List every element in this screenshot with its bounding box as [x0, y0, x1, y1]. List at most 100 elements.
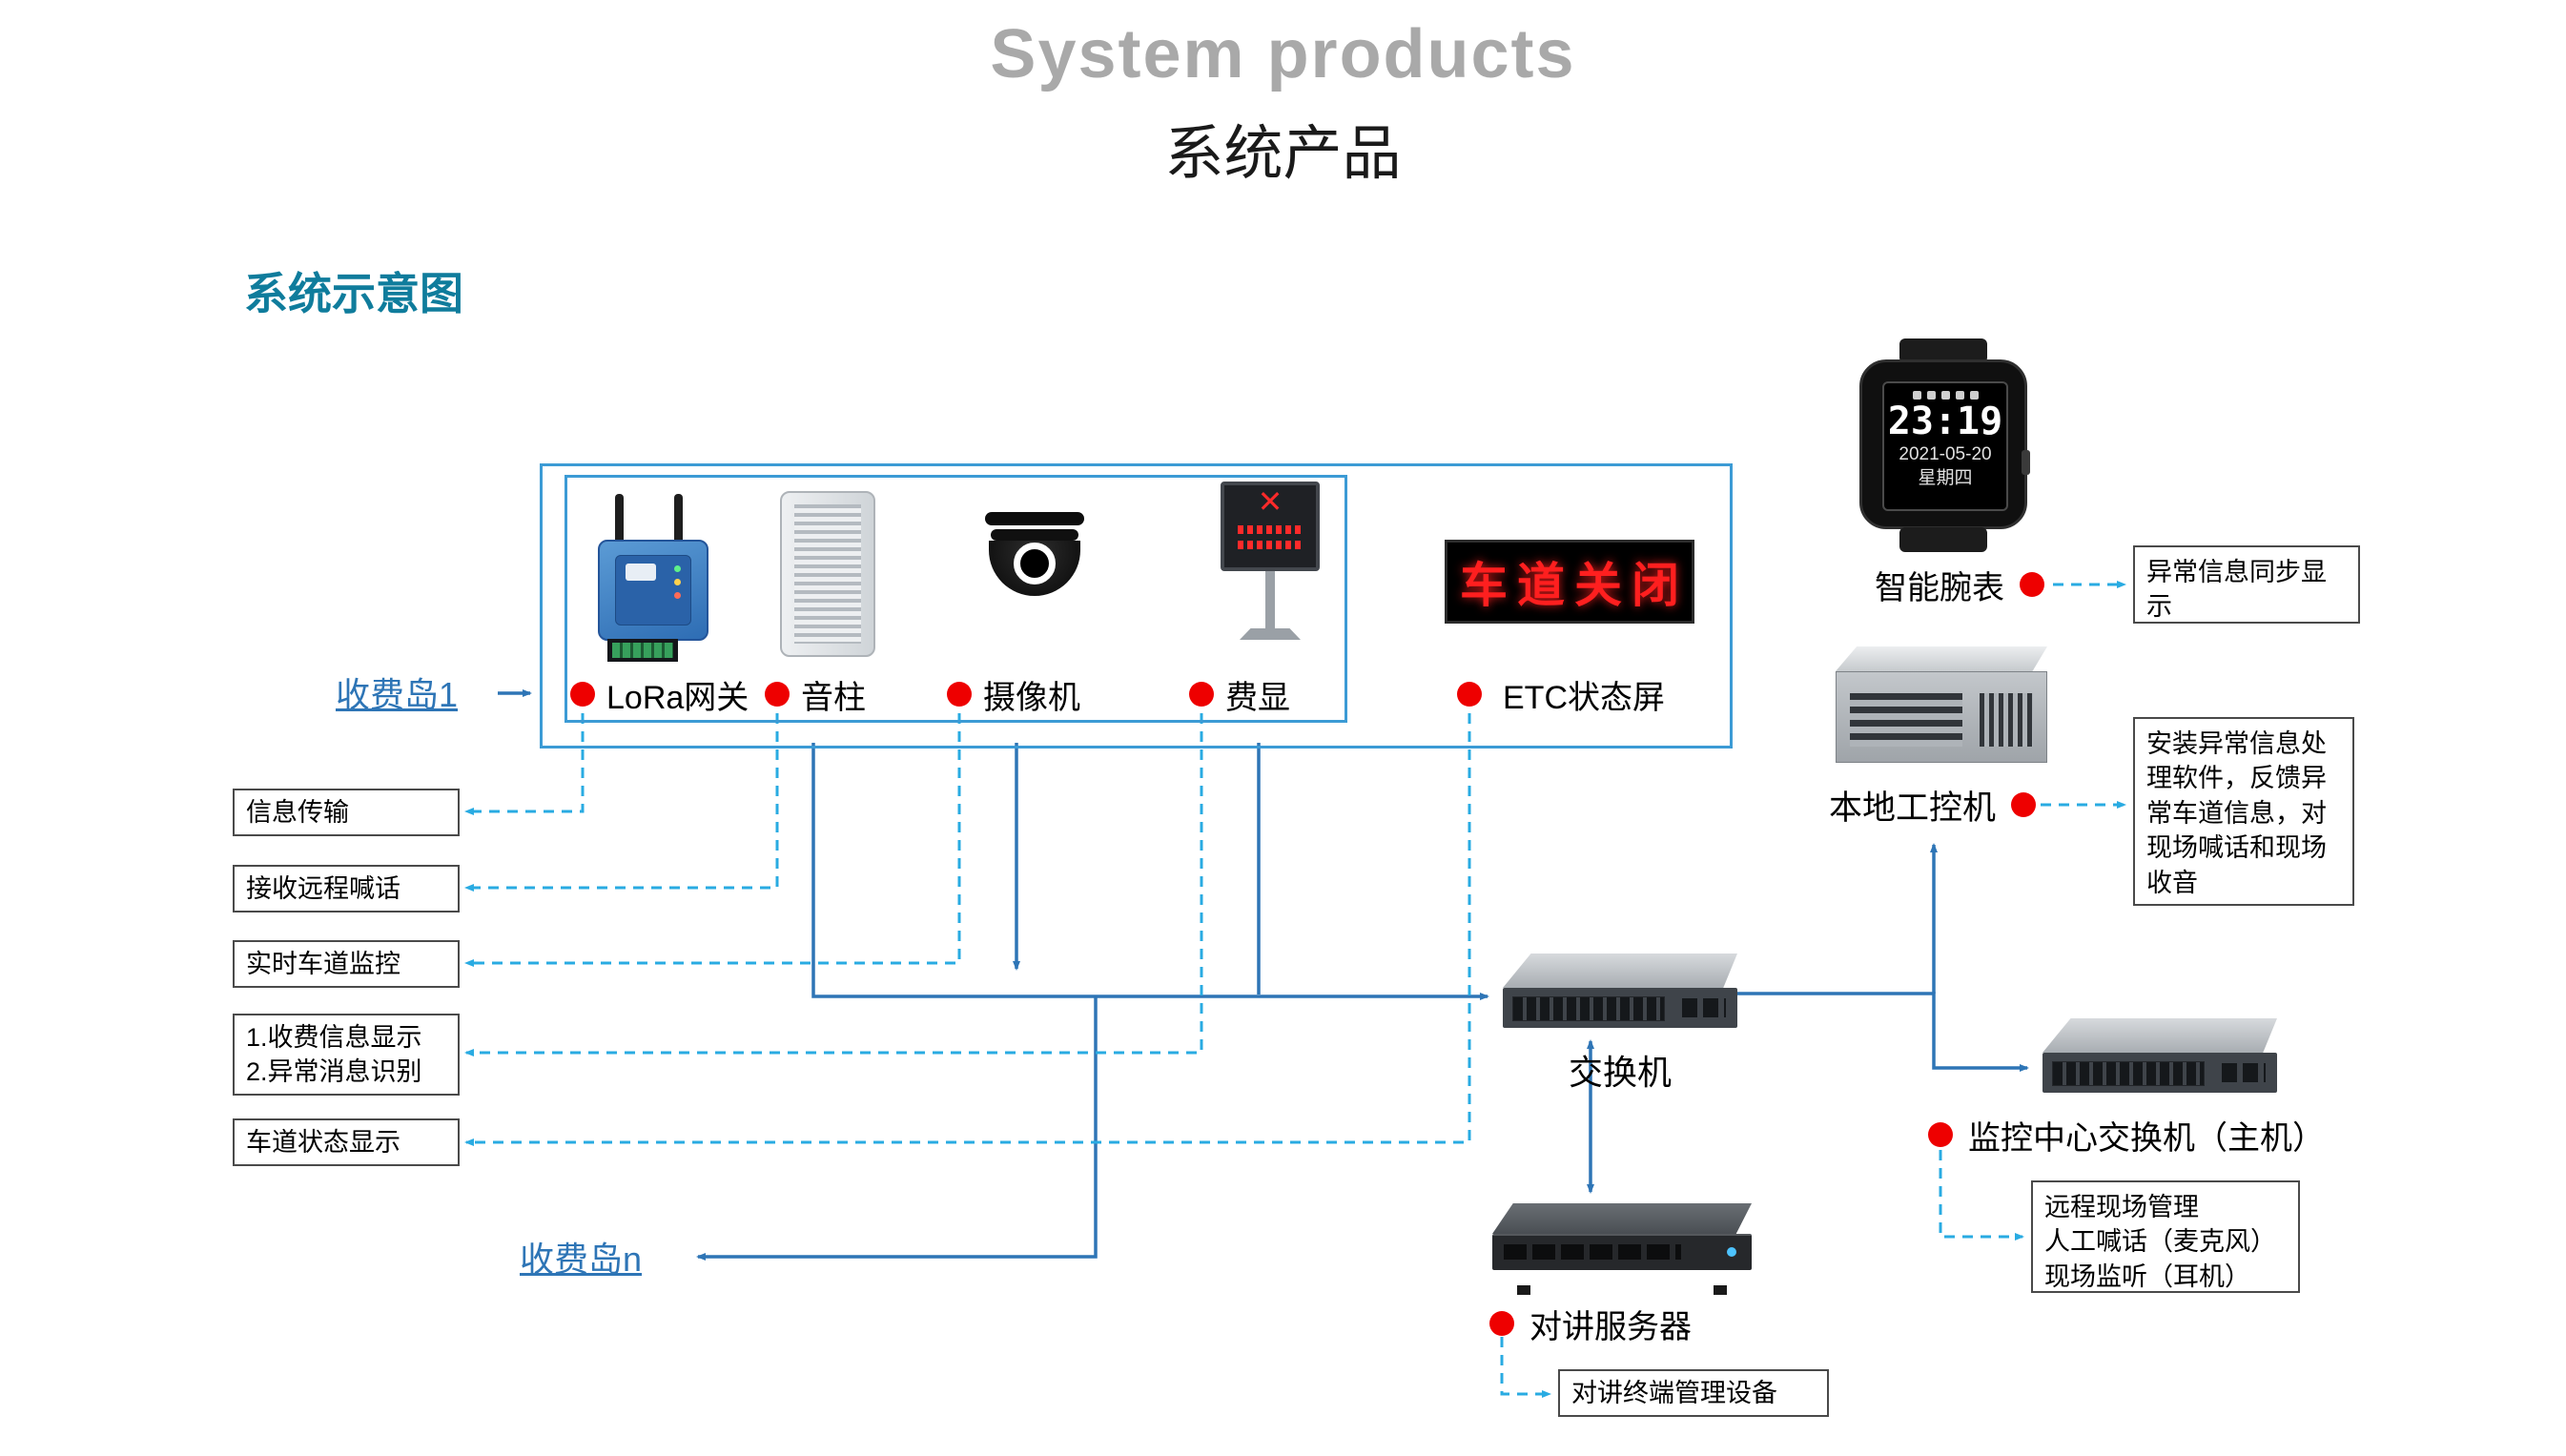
ipc-label: 本地工控机	[1829, 789, 1997, 827]
ipc-top-face	[1836, 646, 2047, 671]
red-dot-icon	[947, 682, 972, 707]
intercom-server-device	[1492, 1203, 1752, 1295]
speaker-label-row: 音柱	[765, 673, 866, 716]
server-front-face	[1492, 1234, 1752, 1270]
island-n-line	[696, 996, 1098, 1261]
switch-sfp-ports	[1682, 998, 1726, 1017]
speaker-column-device	[780, 491, 875, 657]
red-dot-icon	[765, 682, 790, 707]
switch-to-center-switch-line	[1735, 992, 2029, 1072]
lora-gateway-device	[596, 494, 710, 666]
lane-to-switch-line	[811, 743, 1489, 1000]
watch-status-icons	[1884, 391, 2006, 400]
speaker-label: 音柱	[801, 679, 866, 716]
watch-time: 23:19	[1887, 400, 2003, 443]
led-indicator	[674, 579, 681, 585]
function-box-info-transfer: 信息传输	[233, 789, 460, 836]
lora-label: LoRa网关	[606, 679, 749, 716]
switch-sfp-ports	[2222, 1063, 2266, 1082]
lora-gateway-plate	[615, 555, 691, 625]
red-dot-icon	[1489, 1311, 1514, 1336]
red-dot-icon	[1457, 682, 1482, 707]
terminal-block	[607, 639, 678, 662]
ipc-label-row: 本地工控机	[1829, 784, 2037, 827]
camera-dome	[989, 541, 1080, 596]
server-top-face	[1492, 1203, 1752, 1234]
server-slots	[1504, 1244, 1681, 1260]
solid-connections	[498, 689, 2029, 1261]
switch-device	[1503, 954, 1737, 1030]
center-switch-to-note	[1939, 1150, 2024, 1241]
antenna-icon	[674, 494, 683, 543]
island-n-label: 收费岛n	[520, 1240, 643, 1279]
server-led	[1727, 1247, 1736, 1257]
camera-label-row: 摄像机	[947, 673, 1080, 716]
etc-led-text: 车道关闭	[1460, 559, 1689, 612]
fee-display-pole	[1265, 571, 1275, 628]
x-mark-icon: ✕	[1257, 484, 1283, 519]
lora-gateway-tag	[626, 564, 656, 581]
red-dot-icon	[2020, 572, 2044, 597]
fee-to-fee-info	[464, 713, 1203, 1056]
fee-display-label: 费显	[1225, 679, 1290, 716]
camera-label: 摄像机	[983, 679, 1080, 716]
switch-top-face	[1503, 954, 1737, 988]
watch-strap	[1899, 527, 1987, 552]
smart-watch-device: 23:19 2021-05-20 星期四	[1859, 338, 2030, 552]
watch-strap	[1899, 338, 1987, 363]
etc-label: ETC状态屏	[1503, 679, 1665, 716]
led-text-row	[1238, 525, 1303, 535]
local-ipc-device	[1836, 646, 2047, 767]
function-box-remote-shout: 接收远程喊话	[233, 865, 460, 913]
lora-label-row: LoRa网关	[570, 673, 749, 716]
red-dot-icon	[570, 682, 595, 707]
page-title-en: System products	[990, 16, 1576, 92]
fee-display-base	[1240, 628, 1301, 640]
switch-top-face	[2043, 1018, 2277, 1053]
watch-label: 智能腕表	[1875, 569, 2004, 606]
status-icon	[1940, 391, 1950, 400]
function-box-fee-info: 1.收费信息显示 2.异常消息识别	[233, 1014, 460, 1096]
center-switch-note-box: 远程现场管理 人工喊话（麦克风） 现场监听（耳机）	[2031, 1180, 2300, 1293]
speaker-grille	[794, 504, 861, 644]
switch-label: 交换机	[1568, 1053, 1672, 1092]
lora-gateway-body	[598, 540, 708, 641]
switch-front-face	[1503, 988, 1737, 1028]
red-dot-icon	[1928, 1122, 1953, 1147]
function-box-lane-status: 车道状态显示	[233, 1118, 460, 1166]
ipc-grill	[1980, 693, 2033, 747]
ipc-note-box: 安装异常信息处理软件，反馈异常车道信息，对现场喊话和现场收音	[2133, 717, 2354, 906]
watch-label-row: 智能腕表	[1875, 564, 2044, 606]
camera-to-lane-monitor	[464, 713, 961, 967]
camera-bracket	[985, 512, 1084, 525]
ipc-front-face	[1836, 671, 2047, 763]
watch-note-box: 异常信息同步显示	[2133, 545, 2360, 624]
center-switch-label-row: 监控中心交换机（主机）	[1928, 1114, 2325, 1157]
terminal-block-pins	[612, 643, 673, 658]
etc-to-lane-status	[464, 713, 1471, 1146]
switch-ports	[1512, 996, 1665, 1021]
watch-screen: 23:19 2021-05-20 星期四	[1882, 381, 2008, 511]
switch-front-face	[2043, 1053, 2277, 1093]
intercom-server-note-box: 对讲终端管理设备	[1558, 1369, 1829, 1417]
red-dot-icon	[2011, 792, 2037, 817]
led-indicator	[674, 565, 681, 572]
intercom-server-label-row: 对讲服务器	[1489, 1302, 1692, 1345]
center-switch-label: 监控中心交换机（主机）	[1968, 1119, 2325, 1157]
red-dot-icon	[1189, 682, 1214, 707]
led-text-row	[1238, 541, 1303, 550]
watch-body: 23:19 2021-05-20 星期四	[1859, 359, 2030, 529]
camera-cap	[991, 529, 1078, 541]
page-title-zh: 系统产品	[1164, 121, 1402, 187]
fee-display-label-row: 费显	[1189, 673, 1290, 716]
server-foot	[1517, 1285, 1530, 1295]
function-box-lane-monitor: 实时车道监控	[233, 940, 460, 988]
center-switch-device	[2043, 1018, 2277, 1095]
switch-ports	[2052, 1061, 2205, 1086]
antenna-icon	[615, 494, 624, 543]
watch-crown	[2022, 450, 2030, 475]
server-foot	[1714, 1285, 1727, 1295]
fee-display-device: ✕	[1218, 482, 1323, 665]
dome-camera-device	[982, 512, 1087, 612]
watch-date: 2021-05-20	[1899, 444, 1992, 464]
